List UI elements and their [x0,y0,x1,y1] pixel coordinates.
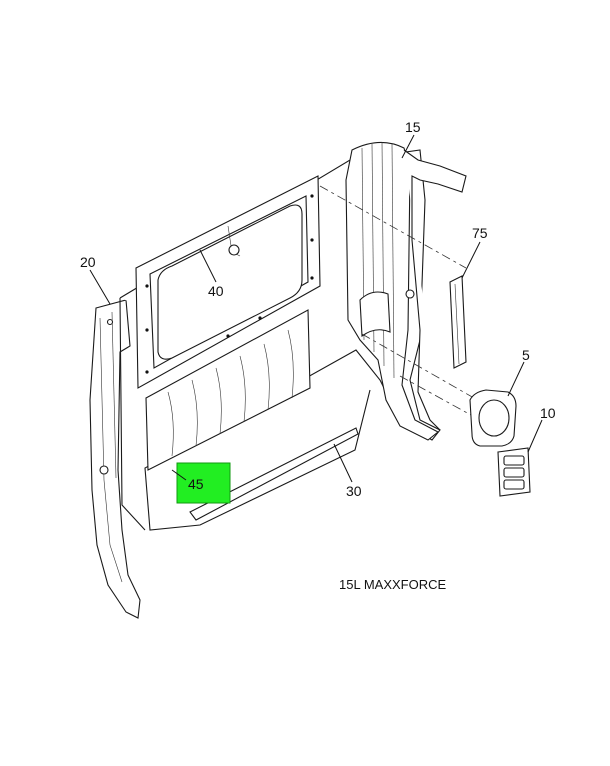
callout-75[interactable]: 75 [472,225,488,241]
callout-10[interactable]: 10 [540,405,556,421]
callout-40[interactable]: 40 [208,283,224,299]
callout-45[interactable]: 45 [188,476,204,492]
right-pillar-trim [345,141,467,441]
callout-5[interactable]: 5 [522,347,530,363]
assembly-reference-lines [319,185,481,421]
vent-louver-part [497,447,531,497]
rear-window-frame [135,175,321,389]
insulation-pad [145,309,311,471]
callout-15[interactable]: 15 [405,119,421,135]
left-pillar-trim [89,299,141,619]
weatherstrip-part [449,275,467,369]
callout-30[interactable]: 30 [346,483,362,499]
highlight-box-45[interactable] [176,462,231,504]
callout-leaders [89,134,543,483]
diagram-caption: 15L MAXXFORCE [339,577,446,592]
callout-20[interactable]: 20 [80,254,96,270]
floor-trim-strip [189,427,359,521]
speaker-grille-part [469,389,517,447]
